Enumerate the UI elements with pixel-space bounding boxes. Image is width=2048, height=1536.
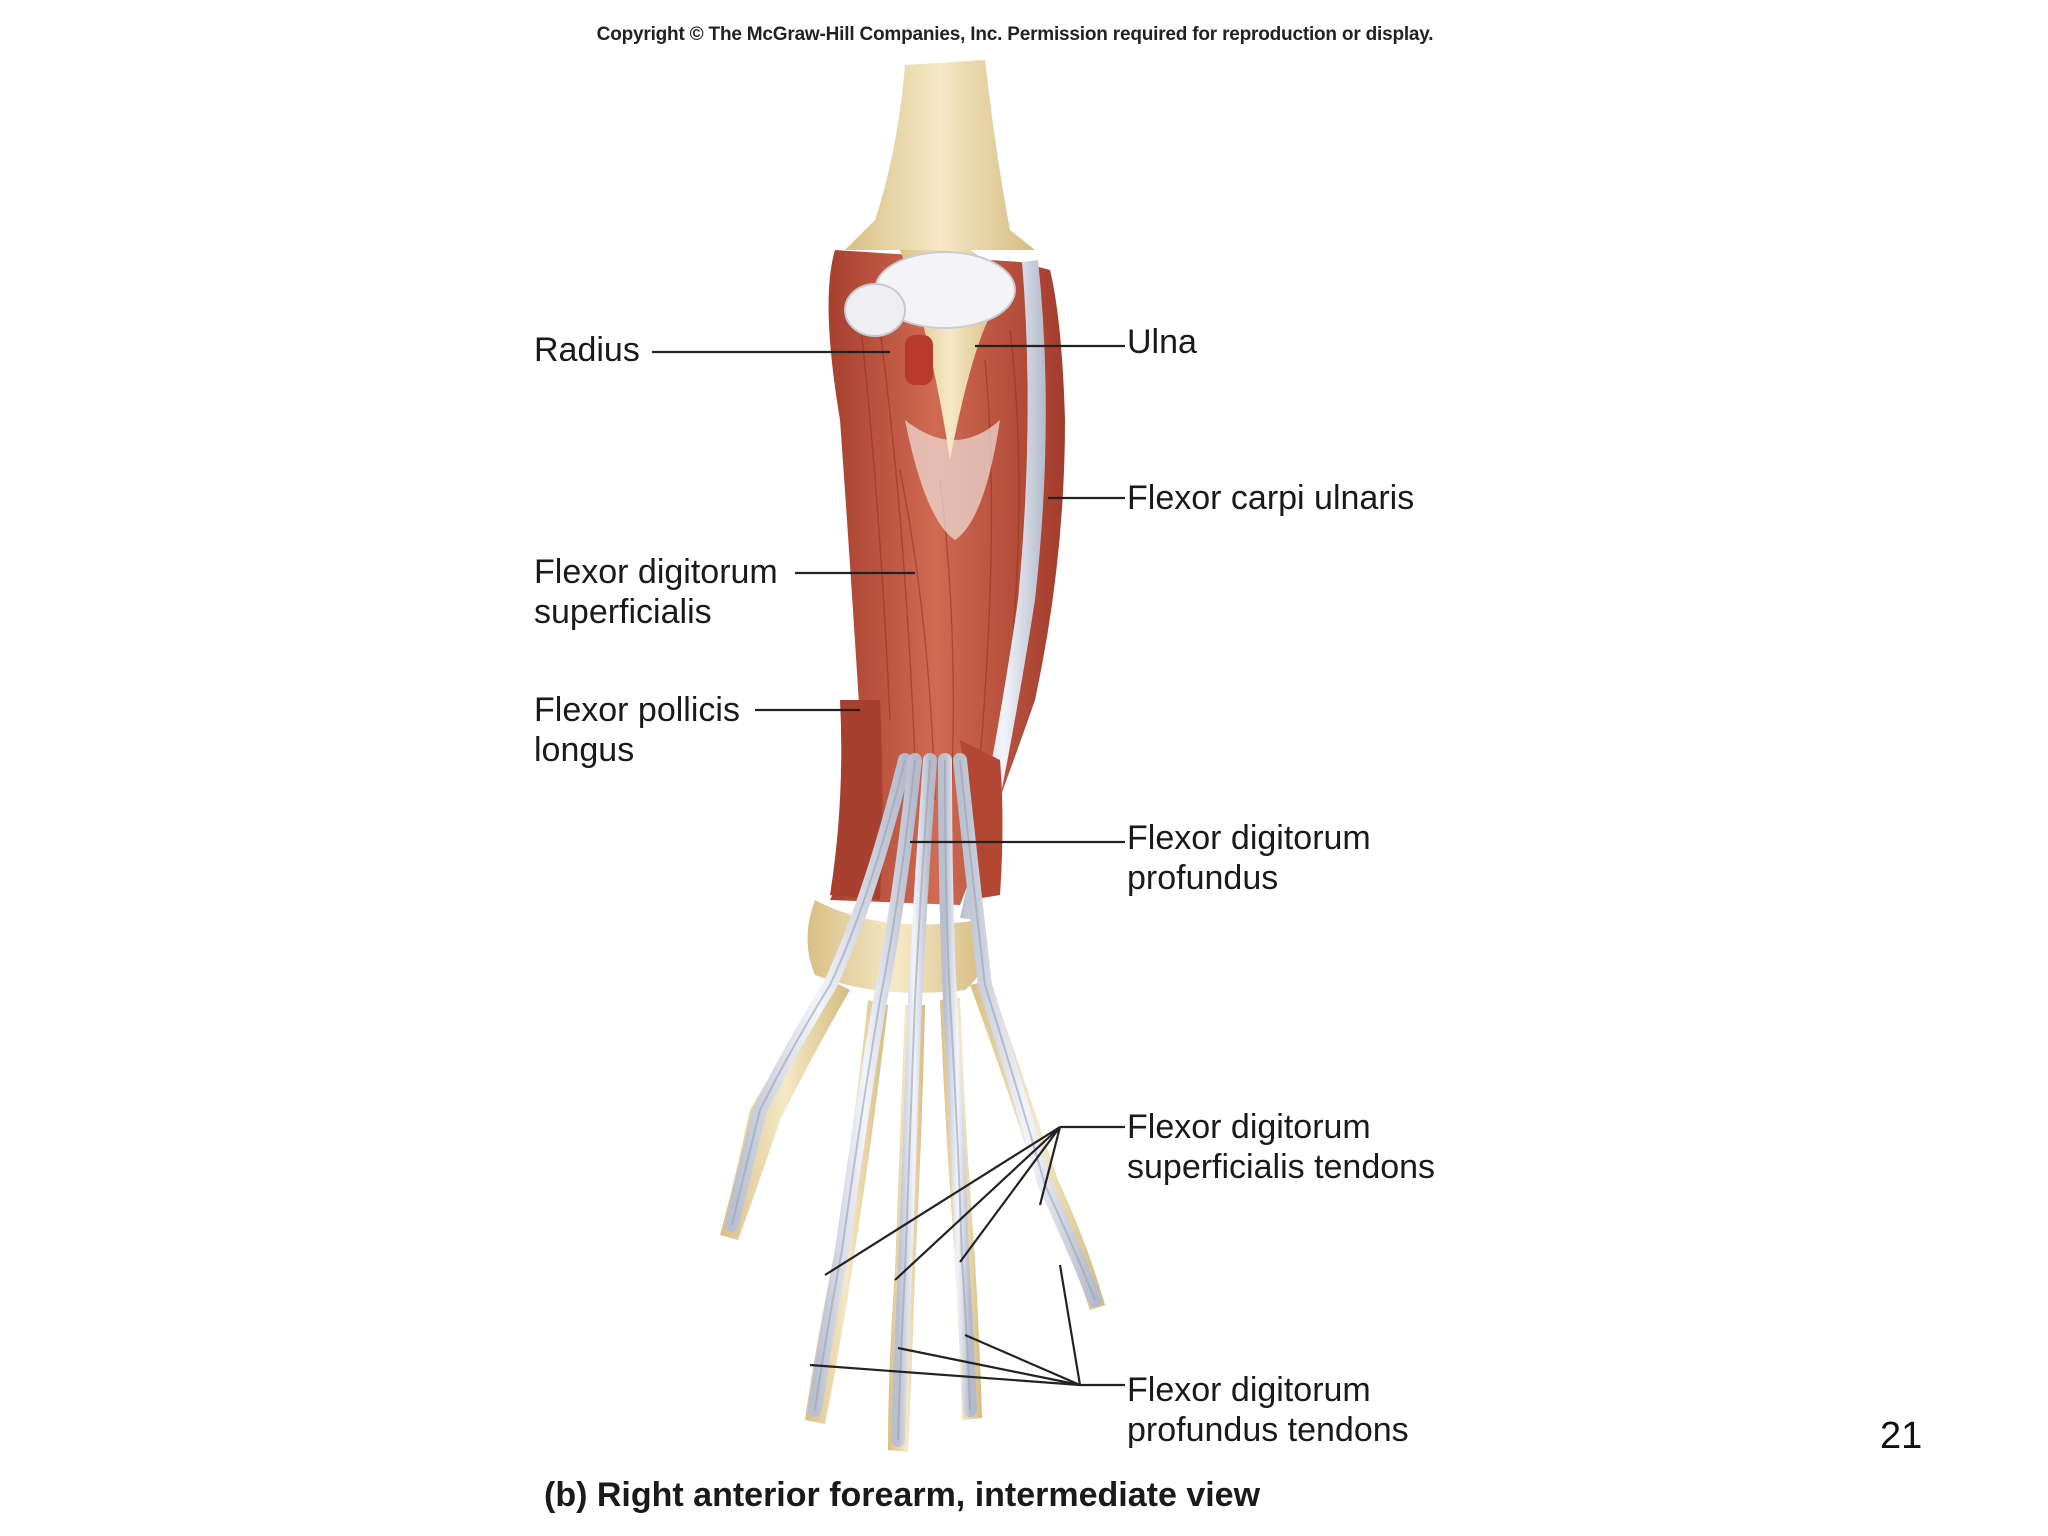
leader-fdp-t1 bbox=[809, 1363, 1081, 1387]
humerus-bone bbox=[845, 60, 1035, 250]
fdp-distal-muscle bbox=[960, 740, 1003, 900]
label-flexor-digitorum-profundus: Flexor digitorum profundus bbox=[1127, 819, 1371, 897]
leader-fdp-t2 bbox=[897, 1346, 1081, 1387]
leader-lines bbox=[652, 344, 1125, 1387]
label-flexor-digitorum-superficialis: Flexor digitorum superficialis bbox=[534, 553, 778, 631]
leader-fdp-t3 bbox=[964, 1333, 1081, 1387]
flexor-pollicis-longus-muscle bbox=[830, 700, 883, 900]
label-flexor-pollicis-longus: Flexor pollicis longus bbox=[534, 691, 740, 769]
label-fds-tendons: Flexor digitorum superficialis tendons bbox=[1127, 1108, 1436, 1186]
label-radius: Radius bbox=[534, 331, 640, 369]
leader-fds-t1 bbox=[824, 1126, 1061, 1276]
copyright-notice: Copyright © The McGraw-Hill Companies, I… bbox=[596, 24, 1434, 45]
slide-number: 21 bbox=[1880, 1415, 1923, 1457]
label-flexor-carpi-ulnaris: Flexor carpi ulnaris bbox=[1127, 479, 1415, 517]
aponeurosis bbox=[905, 420, 1000, 540]
label-ulna: Ulna bbox=[1127, 323, 1197, 361]
leader-fds-t3 bbox=[959, 1126, 1061, 1263]
leader-fdp-t4 bbox=[1058, 1264, 1082, 1386]
radial-head-ligament bbox=[905, 335, 933, 385]
capitulum bbox=[844, 283, 906, 337]
tendon-outlines bbox=[731, 759, 1096, 1441]
leader-fds-t4 bbox=[1038, 1126, 1062, 1206]
label-fdp-tendons: Flexor digitorum profundus tendons bbox=[1127, 1371, 1409, 1449]
figure-caption: (b) Right anterior forearm, intermediate… bbox=[544, 1476, 1261, 1514]
leader-fds-t2 bbox=[894, 1126, 1061, 1281]
fcu-tendon bbox=[960, 260, 1046, 920]
